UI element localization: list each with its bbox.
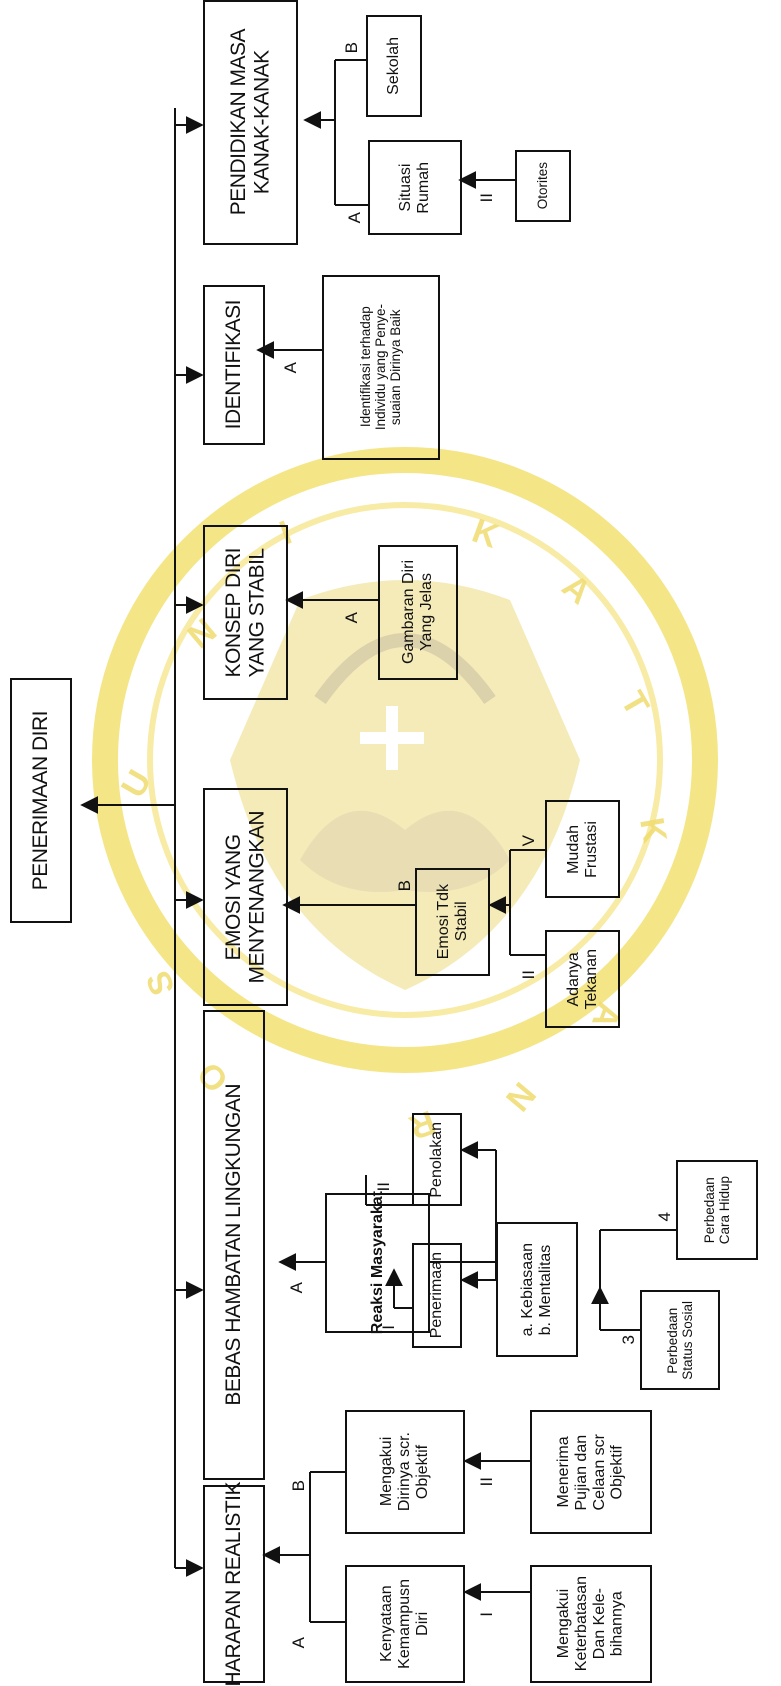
factor-label: BEBAS HAMBATAN LINGKUNGAN [222,1084,246,1406]
factor-label: EMOSI YANG MENYENANGKAN [221,810,269,984]
branch-label: B [395,880,414,892]
node-reaksi-masyarakat: Reaksi Masyarakat [325,1191,430,1335]
factor-box-konsep-diri: KONSEP DIRI YANG STABIL [203,525,288,700]
branch-label: I [477,1612,496,1617]
node-mengakui-diri: Mengakui Dirinya scr. Objektif [345,1410,465,1534]
factor-box-emosi: EMOSI YANG MENYENANGKAN [203,788,288,1006]
node-mudah-frustasi: Mudah Frustasi [545,800,620,898]
seal-lotus [300,810,510,892]
node-adanya-tekanan: Adanya Tekanan [545,930,620,1028]
branch-label: A [287,1282,306,1294]
root-box-penerimaan-diri: PENERIMAAN DIRI [10,678,72,923]
node-kebiasaan-mentalitas: a. Kebiasaan b. Mentalitas [496,1222,578,1357]
node-identifikasi-individu: Identifikasi terhadap Individu yang Peny… [322,275,440,460]
branch-label: A [281,362,300,374]
branch-label: I [379,1325,398,1330]
node-sekolah: Sekolah [366,15,422,117]
node-otoritas: Otorites [515,150,571,222]
branch-label: A [342,612,361,624]
node-penolakan: Penolakan [412,1113,462,1206]
seal-outer-ring [92,447,718,1073]
factor-label: HARAPAN REALISTIK [222,1481,246,1686]
branch-label: V [519,835,538,847]
node-gambaran-diri: Gambaran Diri Yang Jelas [378,545,458,680]
seal-arch [314,633,496,705]
factor-box-bebas-hambatan: BEBAS HAMBATAN LINGKUNGAN [203,1010,265,1480]
branch-label: 4 [655,1212,674,1222]
seal-inner-ring [147,502,663,1018]
branch-label: 3 [619,1335,638,1345]
node-penerimaan: Penerimaan [412,1243,462,1348]
node-perbedaan-cara-hidup: Perbedaan Cara Hidup [676,1160,758,1260]
node-emosi-tidak-stabil: Emosi Tdk Stabil [415,868,490,976]
factor-box-pendidikan: PENDIDIKAN MASA KANAK-KANAK [203,0,298,245]
node-situasi-rumah: Situasi Rumah [368,140,462,235]
branch-label: B [289,1480,308,1492]
branch-label: B [342,42,361,54]
node-kenyataan: Kenyataan Kemampusn Diri [345,1565,465,1683]
factor-box-identifikasi: IDENTIFIKASI [203,285,265,445]
branch-label: II [477,193,496,203]
factor-label: PENDIDIKAN MASA KANAK-KANAK [226,29,274,216]
branch-label: A [345,212,364,224]
factor-box-harapan-realistik: HARAPAN REALISTIK [203,1481,265,1686]
branch-label: II [519,970,538,980]
branch-label: A [289,1637,308,1649]
factor-label: KONSEP DIRI YANG STABIL [221,547,269,678]
branch-label: II [477,1477,496,1487]
branch-label: II [374,1182,393,1192]
seal-shield [230,580,580,990]
factor-label: IDENTIFIKASI [222,300,246,430]
root-label: PENERIMAAN DIRI [29,710,53,891]
node-perbedaan-status: Perbedaan Status Sosial [640,1290,720,1390]
seal-cross [360,706,424,770]
node-menerima-pujian: Menerima Pujian dan Celaan scr Objektif [530,1410,652,1534]
node-mengakui-keterbatasan: Mengakui Keterbatasan Dan Kele- bihannya [530,1565,652,1683]
